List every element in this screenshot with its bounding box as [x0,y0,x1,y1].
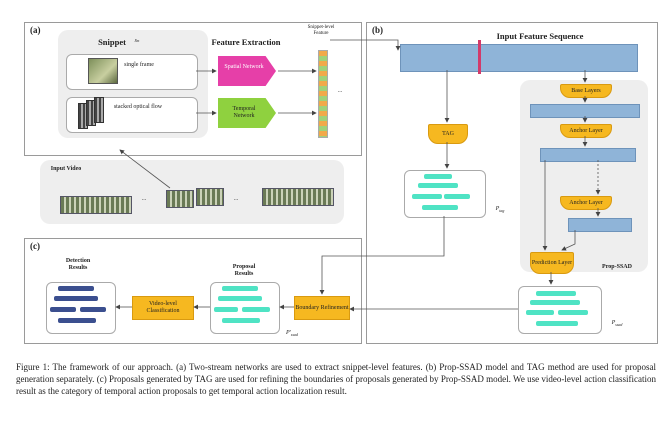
panel-a-label: (a) [30,25,41,35]
boundary-refinement-block: Boundary Refinement [294,296,350,320]
p-ssad-prime-label: P'ssad [280,330,304,338]
proposal-result-5 [222,318,260,323]
ssad-proposal-5 [536,321,578,326]
snippet-level-feature-label: Snippet-level Feature [307,25,335,36]
p-tag-label: Ptag [488,206,512,214]
feature-ellipsis: ... [337,88,343,94]
input-feature-sequence-title: Input Feature Sequence [496,31,584,41]
anchor-feature-bar-2 [568,218,632,232]
panel-b-label: (b) [372,25,383,35]
tag-proposal-3 [412,194,442,199]
anchor-layer-1-block: Anchor Layer [560,124,612,138]
tag-proposal-1 [424,174,452,179]
ssad-proposal-2 [530,300,580,305]
p-ssad-prime-sub: ssad [290,332,299,338]
tag-proposal-4 [444,194,470,199]
video-frames-1 [60,196,132,214]
optical-flow-stack-3 [94,97,104,123]
detection-result-2 [54,296,98,301]
anchor-layer-2-block: Anchor Layer [560,196,612,210]
proposal-result-1 [222,286,258,291]
p-ssad-label: Pssad [604,320,630,328]
detection-result-1 [58,286,94,291]
arrow-feature-to-sequence [330,39,401,51]
input-feature-sequence-bar [400,44,638,72]
arrow-bar2-to-prediction [561,230,576,251]
snippet-feature-vector [318,50,328,138]
ssad-proposal-3 [526,310,554,315]
tag-proposal-5 [422,205,458,210]
single-frame-label: single frame [124,62,154,68]
prediction-layer-block: Prediction Layer [530,252,574,274]
temporal-network-block [218,98,276,128]
video-ellipsis-2: ... [233,196,239,202]
video-ellipsis-1: ... [141,196,147,202]
input-video-label: Input Video [50,166,82,172]
panel-c-label: (c) [30,241,40,251]
detection-results-label: Detection Results [65,258,91,271]
p-tag-sub: tag [499,208,505,214]
anchor-feature-bar-1 [540,148,636,162]
prop-ssad-label: Prop-SSAD [602,264,632,270]
p-ssad-sub: ssad [615,322,623,328]
figure-caption: Figure 1: The framework of our approach.… [16,362,656,396]
ssad-proposal-1 [536,291,576,296]
tag-block: TAG [428,124,468,144]
arrow-ptag-to-refinement [319,216,445,295]
optical-flow-label: stacked optical flow [113,104,163,110]
temporal-network-label: Temporal Network [232,106,256,119]
base-layers-block: Base Layers [560,84,612,98]
detection-result-5 [58,318,96,323]
arrow-video-to-snippet [119,149,171,189]
detection-result-4 [80,307,106,312]
feature-extraction-title: Feature Extraction [211,37,281,47]
single-frame-image [88,58,118,84]
p-ssad-letter: P [611,320,616,326]
proposal-result-3 [214,307,238,312]
video-frames-4 [262,188,334,206]
tag-proposal-2 [418,183,458,188]
video-level-classification-block: Video-level Classification [132,296,194,320]
p-ssad-prime-letter: P' [285,330,291,336]
detection-result-3 [50,307,76,312]
snippet-title: Snippet [98,37,126,47]
p-tag-letter: P [495,206,500,212]
input-feature-marker [478,40,481,74]
proposal-result-2 [218,296,262,301]
ssad-proposal-4 [558,310,588,315]
snippet-variable: sₙ [134,38,140,44]
video-frames-3 [196,188,224,206]
proposal-result-4 [242,307,270,312]
proposal-results-label: Proposal Results [232,264,256,277]
video-frames-2 [166,190,194,208]
spatial-network-label: Spatial Network [224,64,264,70]
spatial-network-block [218,56,276,86]
